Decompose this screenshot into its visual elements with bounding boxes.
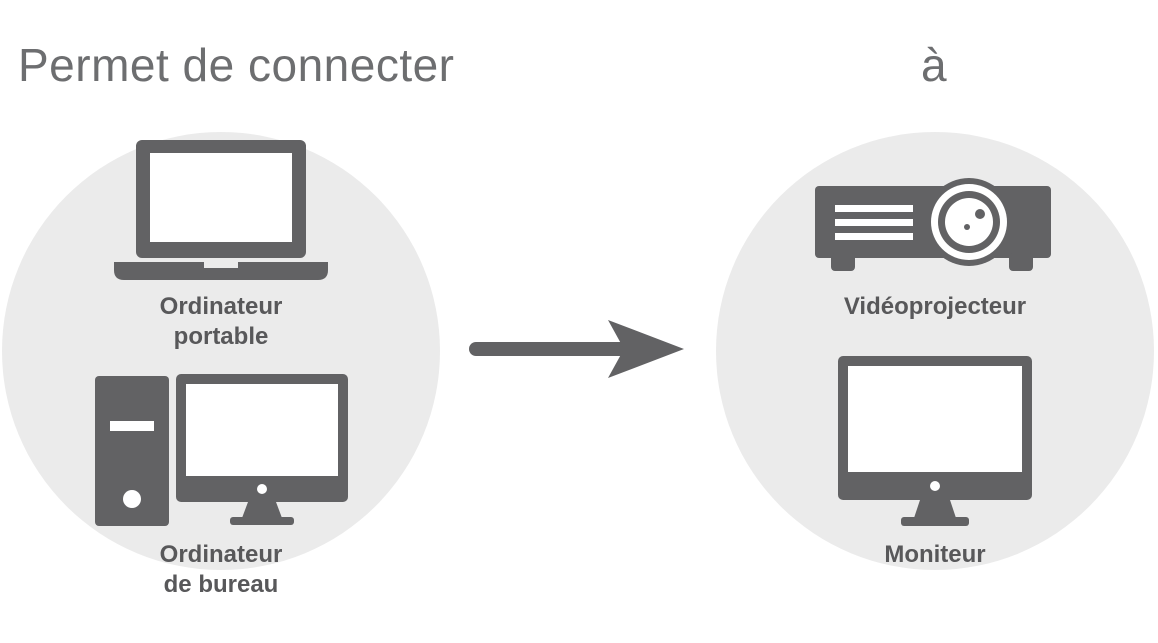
projector-icon bbox=[815, 178, 1051, 271]
projector-label: Vidéoprojecteur bbox=[843, 293, 1027, 320]
heading-to: à bbox=[921, 39, 948, 91]
monitor-label: Moniteur bbox=[884, 541, 986, 568]
laptop-label-line1: Ordinateur bbox=[159, 293, 283, 320]
desktop-label-line2: de bureau bbox=[163, 571, 279, 598]
heading-connect: Permet de connecter bbox=[18, 39, 455, 91]
laptop-label: Ordinateur portable bbox=[121, 292, 321, 352]
desktop-tower-icon bbox=[95, 376, 169, 526]
monitor-icon bbox=[838, 356, 1032, 526]
laptop-icon bbox=[114, 140, 328, 280]
desktop-label-line1: Ordinateur bbox=[159, 541, 283, 568]
desktop-monitor-icon bbox=[176, 374, 348, 525]
arrow-right-icon bbox=[469, 320, 684, 378]
laptop-label-line2: portable bbox=[173, 323, 269, 350]
desktop-label: Ordinateur de bureau bbox=[121, 540, 321, 600]
